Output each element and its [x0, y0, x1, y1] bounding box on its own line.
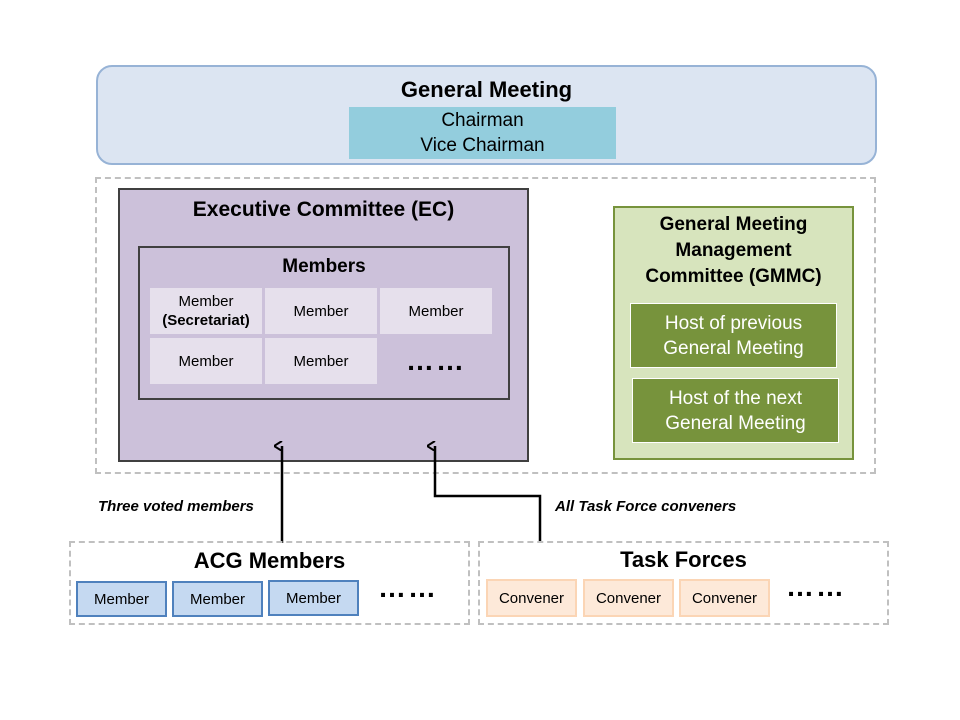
- chairman-box: Chairman Vice Chairman: [349, 107, 616, 159]
- host-next-line: General Meeting: [665, 412, 806, 434]
- convener: Convener: [486, 579, 577, 617]
- acg-members-title: ACG Members: [193, 548, 346, 573]
- task-forces-group: [478, 541, 889, 625]
- host-previous-general-meeting: Host of previous General Meeting: [630, 303, 837, 368]
- executive-committee-title: Executive Committee (EC): [192, 198, 455, 221]
- ec-member: Member: [265, 338, 377, 384]
- ec-member-label: Member: [293, 352, 349, 370]
- ec-member-secretariat: Member (Secretariat): [150, 288, 262, 334]
- task-forces-more-ellipsis: ……: [786, 571, 846, 602]
- ec-member-label: Member: [178, 352, 234, 370]
- acg-member: Member: [268, 580, 359, 616]
- convener: Convener: [679, 579, 770, 617]
- gmmc-title-line: Committee (GMMC): [645, 266, 822, 287]
- gmmc-title-line: Management: [675, 240, 792, 261]
- ec-member: Member: [265, 288, 377, 334]
- host-next-general-meeting: Host of the next General Meeting: [632, 378, 839, 443]
- gmmc-title-line: General Meeting: [659, 214, 808, 235]
- task-forces-title: Task Forces: [620, 547, 747, 572]
- acg-members-group: [69, 541, 470, 625]
- ec-more-ellipsis: ……: [406, 345, 466, 376]
- ec-member-label: Member: [178, 293, 234, 310]
- gmmc-title: General Meeting Management Committee (GM…: [613, 212, 854, 290]
- ec-member: Member: [380, 288, 492, 334]
- ec-member-label: Member: [293, 302, 349, 320]
- convener: Convener: [583, 579, 674, 617]
- ec-member-label: Member: [408, 302, 464, 320]
- ec-member-sublabel: (Secretariat): [162, 312, 250, 329]
- chairman-label: Chairman: [441, 110, 524, 131]
- acg-member: Member: [172, 581, 263, 617]
- committees-container: [95, 177, 876, 474]
- ec-member: Member: [150, 338, 262, 384]
- vice-chairman-label: Vice Chairman: [420, 135, 545, 156]
- acg-to-ec-label: Three voted members: [98, 498, 254, 515]
- host-next-line: Host of the next: [668, 387, 803, 409]
- host-previous-line: General Meeting: [663, 337, 804, 359]
- general-meeting-title: General Meeting: [400, 77, 573, 102]
- acg-member: Member: [76, 581, 167, 617]
- task-forces-to-ec-label: All Task Force conveners: [555, 498, 737, 515]
- ec-members-box: [138, 246, 510, 400]
- acg-more-ellipsis: ……: [378, 572, 438, 603]
- ec-members-title: Members: [282, 256, 366, 277]
- task-forces-to-ec-arrow: [435, 446, 542, 543]
- host-previous-line: Host of previous: [664, 312, 803, 334]
